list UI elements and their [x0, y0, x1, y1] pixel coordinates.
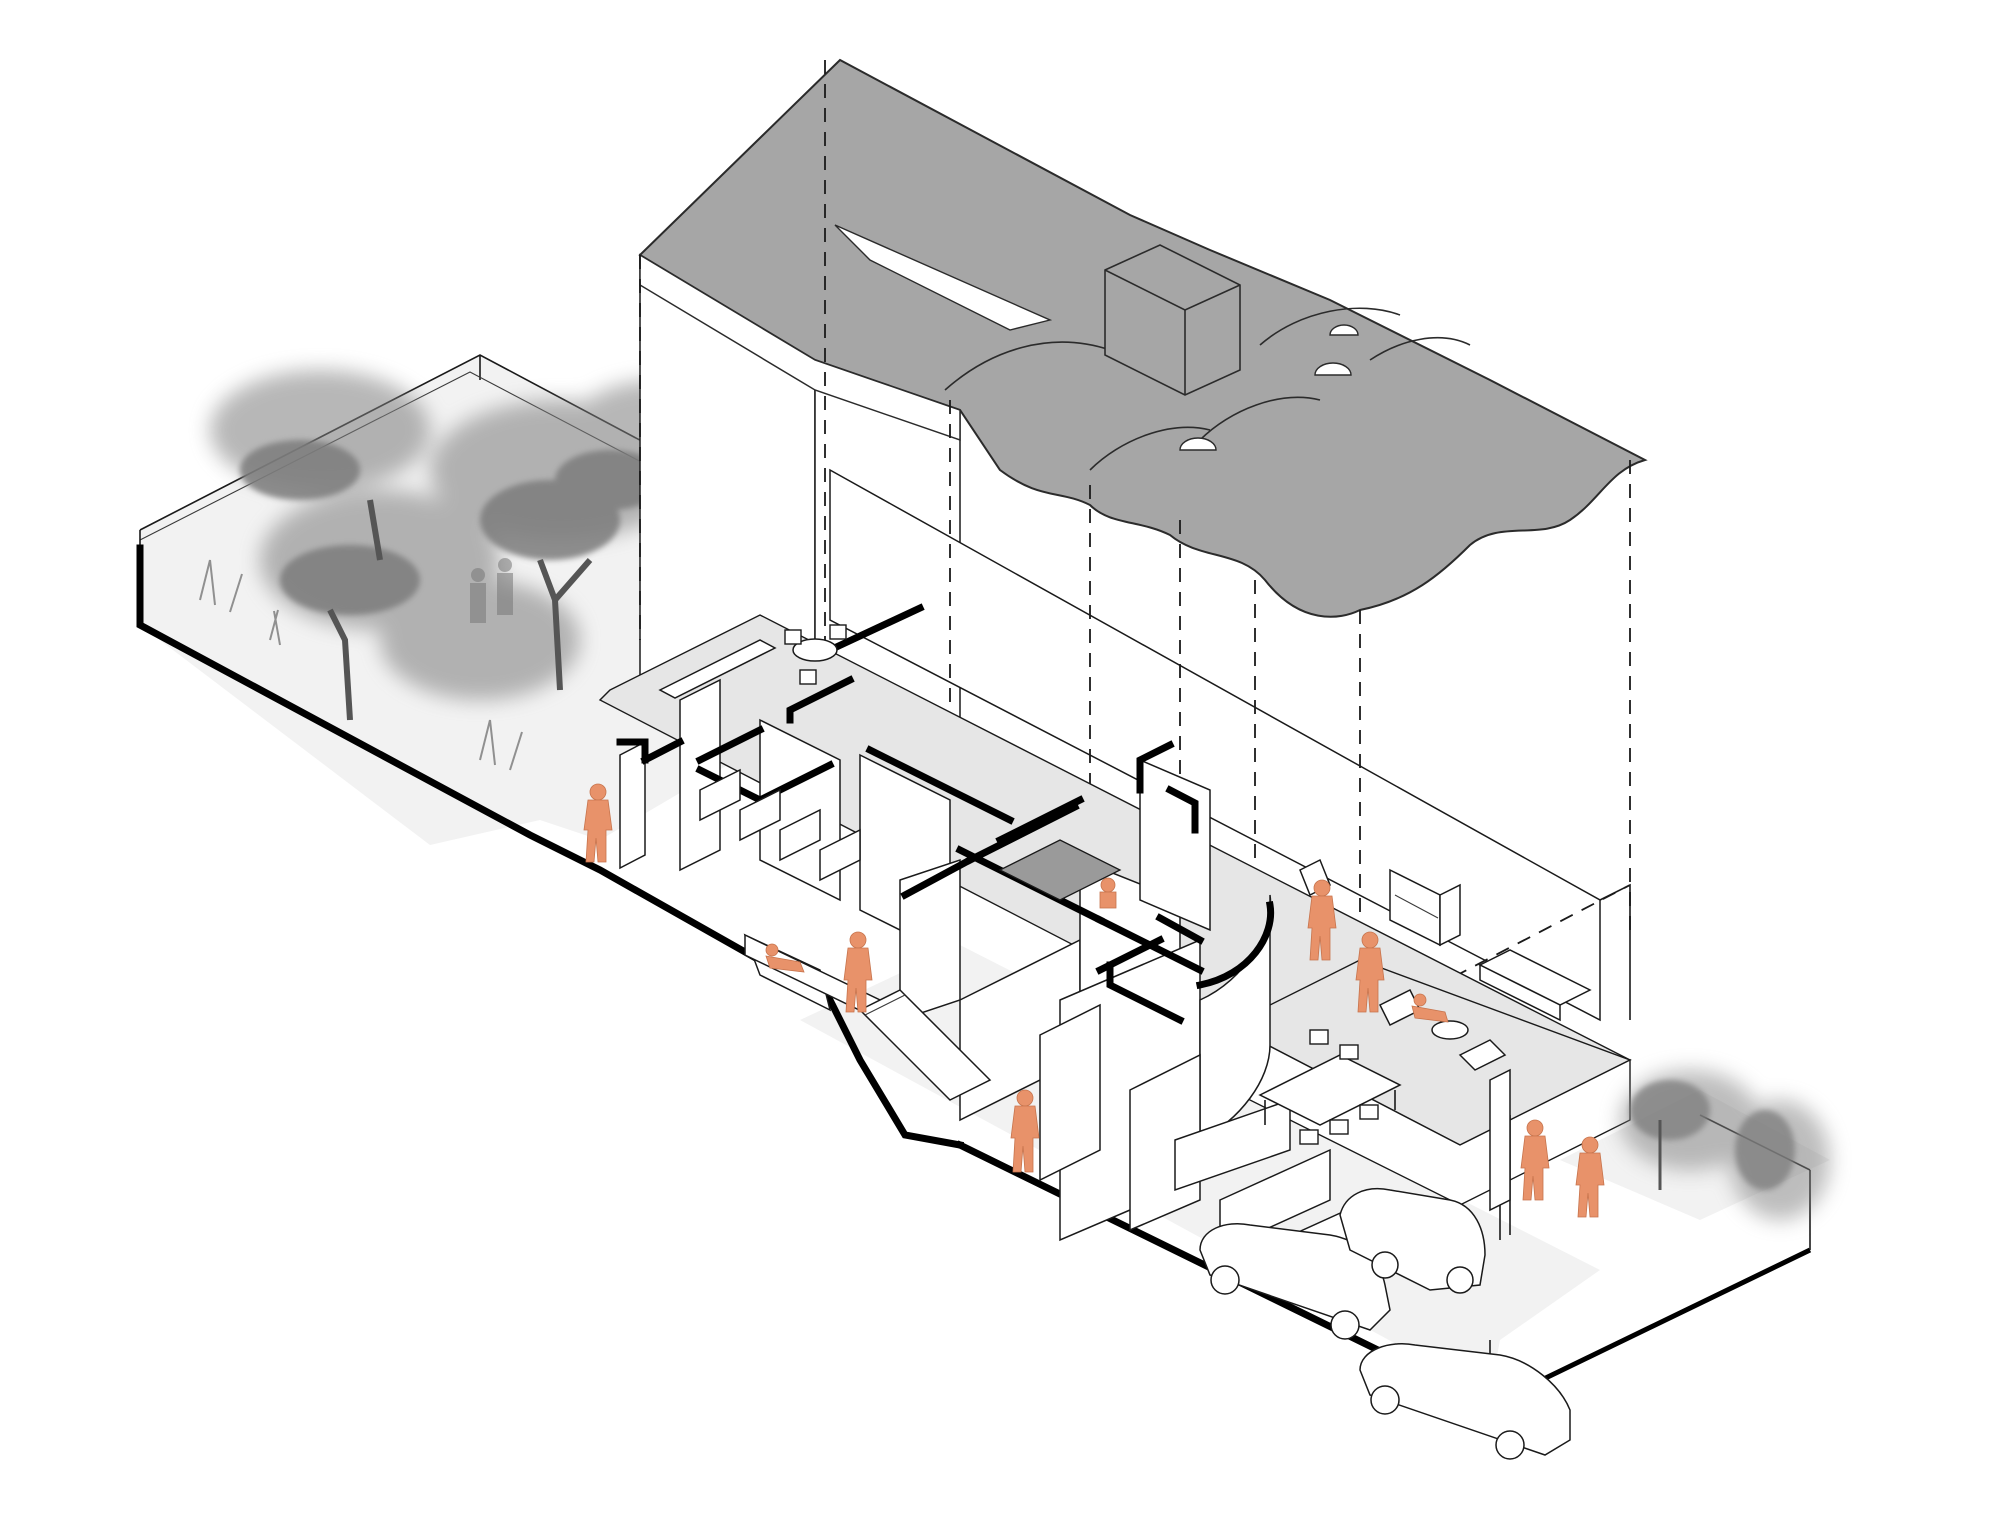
- sofa-icon: [1478, 949, 1592, 1022]
- person-figure-icon: [1099, 877, 1117, 909]
- kitchen-counter: [998, 839, 1122, 901]
- chair-icon: [1299, 1029, 1379, 1145]
- person-figure-icon: [765, 943, 805, 973]
- car-icon: [1359, 1343, 1571, 1460]
- furniture: [784, 624, 1592, 1145]
- person-figure-icon: [470, 558, 513, 623]
- person-figure-icon: [1575, 1136, 1605, 1218]
- person-figure-icon: [1010, 1089, 1040, 1173]
- chair-icon: [784, 624, 1507, 1071]
- piano-icon: [1389, 868, 1461, 947]
- stair-icon: [858, 989, 992, 1101]
- people: [583, 783, 1605, 1218]
- table-icon: [1258, 1054, 1402, 1126]
- car-icon: [1339, 1188, 1486, 1294]
- person-figure-icon: [583, 783, 613, 863]
- car-icon: [1199, 1223, 1391, 1340]
- person-figure-icon: [1307, 879, 1337, 961]
- roof-volume: [1104, 244, 1241, 396]
- garden-trees-right: [1620, 1070, 1830, 1220]
- roof-exploded: [638, 58, 1648, 618]
- person-figure-icon: [1411, 993, 1449, 1023]
- roof-skylight: [1179, 324, 1359, 451]
- garden-trees-left: [199, 370, 750, 771]
- person-figure-icon: [1520, 1119, 1550, 1201]
- person-figure-icon: [843, 931, 873, 1013]
- person-figure-icon: [1355, 931, 1385, 1013]
